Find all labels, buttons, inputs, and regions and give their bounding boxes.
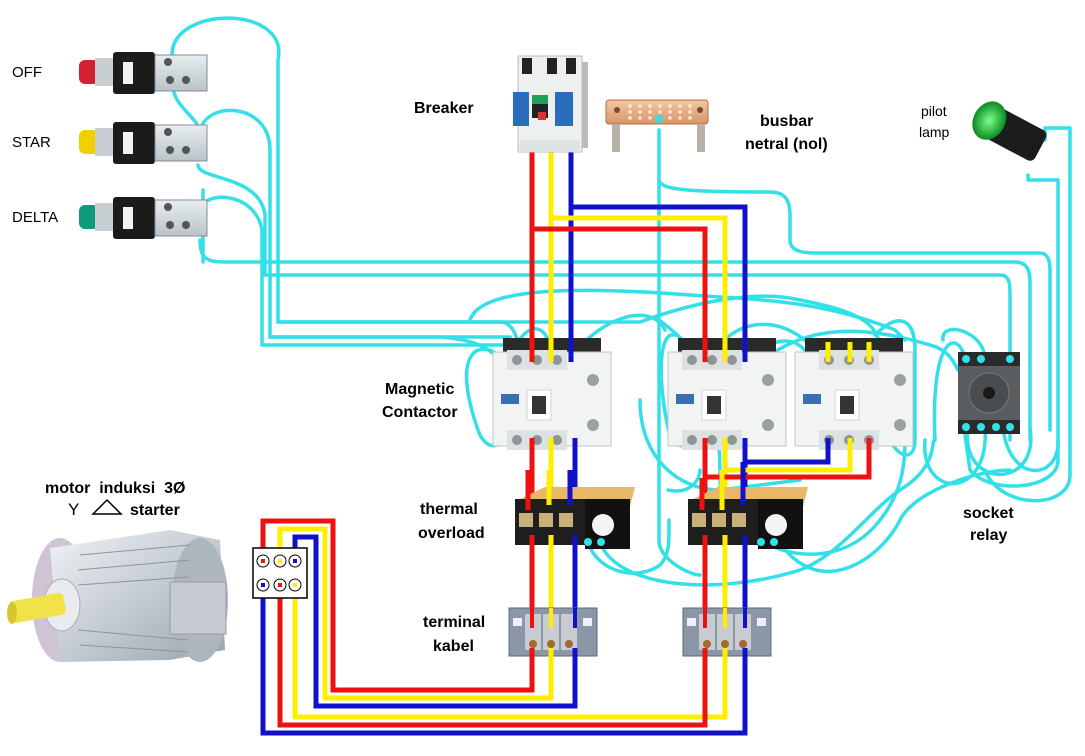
- motor-star-symbol: Y: [68, 500, 79, 519]
- relay-socket: [958, 352, 1020, 434]
- control-wire: [598, 438, 937, 587]
- pilot-lamp: pilot lamp: [919, 101, 1047, 161]
- neutral-busbar: busbar netral (nol): [605, 99, 828, 153]
- busbar-holes: [628, 104, 692, 120]
- control-wire: [873, 319, 917, 457]
- socket-label-line2: relay: [970, 527, 1007, 544]
- control-wire: [768, 438, 907, 556]
- control-wire: [276, 294, 882, 352]
- control-wire: [1001, 426, 1060, 473]
- thermal-label-line2: overload: [418, 525, 485, 542]
- wire-phase-t: [571, 204, 748, 360]
- control-wire: [586, 518, 671, 575]
- control-wire: [983, 126, 1072, 503]
- wire-phase-r: [260, 518, 535, 693]
- button-collar: [95, 58, 115, 86]
- power-wiring-overlay-3: [529, 608, 748, 733]
- thermal-label-line1: thermal: [420, 501, 478, 518]
- induction-motor: motor induksi 3Ø Y starter: [7, 480, 228, 662]
- terminal-label-line2: kabel: [433, 638, 474, 655]
- motor-label-line2: starter: [130, 502, 180, 519]
- delta-symbol-icon: [91, 498, 123, 515]
- busbar-label-line1: busbar: [760, 113, 813, 130]
- button-body: [113, 197, 155, 239]
- contactor-label-line2: Contactor: [382, 404, 458, 421]
- control-wire: [965, 426, 1033, 477]
- push-button-star[interactable]: STAR: [12, 122, 208, 164]
- push-button-group: OFF STAR DELTA: [12, 52, 208, 239]
- motor-shaft: [9, 592, 66, 623]
- power-wiring-overlay-2: [525, 462, 748, 620]
- circuit-breaker: Breaker: [414, 55, 588, 153]
- control-wire: [657, 178, 1052, 432]
- button-body: [113, 122, 155, 164]
- control-wire: [170, 16, 522, 362]
- button-label-plate: [123, 207, 133, 229]
- control-wire: [932, 341, 967, 442]
- breaker-label-blue-right: [555, 92, 573, 126]
- terminal-row-top: [256, 554, 302, 568]
- terminal-row-bottom: [256, 578, 302, 592]
- control-wire: [196, 163, 1012, 442]
- contact-block: [154, 199, 208, 237]
- button-collar: [95, 128, 115, 156]
- push-button-off[interactable]: OFF: [12, 52, 208, 94]
- contactor-label-line1: Magnetic: [385, 381, 454, 398]
- button-label-plate: [123, 62, 133, 84]
- button-label-plate: [123, 132, 133, 154]
- button-collar: [95, 203, 115, 231]
- button-cap: [79, 205, 99, 229]
- magnetic-contactor-main: [492, 338, 612, 450]
- control-wire: [268, 335, 502, 362]
- control-wire: [657, 128, 702, 577]
- busbar-label-line2: netral (nol): [745, 136, 828, 153]
- control-wire: [468, 288, 907, 342]
- control-wire: [778, 468, 1012, 574]
- contact-block: [154, 54, 208, 92]
- motor-terminal-box: [252, 547, 308, 599]
- button-cap: [79, 60, 99, 84]
- control-wire: [768, 329, 960, 372]
- button-cap: [79, 130, 99, 154]
- power-wiring-overlay: [529, 330, 872, 478]
- wire-phase-r: [532, 226, 708, 360]
- button-body: [113, 52, 155, 94]
- breaker-label: Breaker: [414, 100, 474, 117]
- cooling-fins: [77, 544, 191, 653]
- control-wire: [941, 328, 987, 362]
- pilot-lamp-lens: [972, 101, 1007, 140]
- control-wire: [198, 108, 512, 339]
- contact-block: [154, 124, 208, 162]
- wire-phase-s: [551, 215, 728, 360]
- pilot-label-line2: lamp: [919, 124, 950, 140]
- pilot-label-line1: pilot: [921, 103, 947, 119]
- breaker-label-blue-left: [513, 92, 529, 126]
- motor-label-line1: motor induksi 3Ø: [45, 480, 185, 497]
- delta-label: DELTA: [12, 209, 58, 226]
- off-label: OFF: [12, 64, 42, 81]
- terminal-label-line1: terminal: [423, 614, 485, 631]
- socket-label-line1: socket: [963, 505, 1014, 522]
- star-label: STAR: [12, 134, 51, 151]
- push-button-delta[interactable]: DELTA: [12, 197, 208, 239]
- magnetic-contactor-star: [794, 338, 914, 450]
